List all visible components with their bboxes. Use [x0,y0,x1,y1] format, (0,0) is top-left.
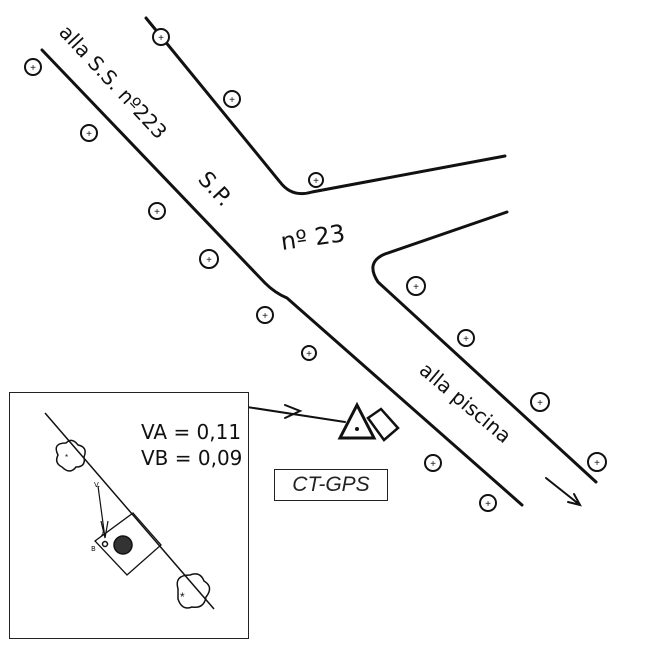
tree-icon: + [479,494,497,512]
tree-icon: + [24,58,42,76]
svg-text:*: * [180,590,185,604]
vertex-arrow [97,485,109,539]
tree-icon: + [301,345,317,361]
road-edge-southwest [40,48,524,507]
tree-icon: + [223,90,241,108]
tree-icon: + [256,306,274,324]
station-label: CT-GPS [274,469,388,501]
tree-icon: + [457,329,475,347]
survey-station [337,401,400,442]
svg-text:+: + [463,334,469,345]
point-b-label: B [91,545,96,553]
svg-text:+: + [594,458,600,469]
svg-text:+: + [537,398,543,409]
vertex-label: V. [94,481,100,489]
svg-text:+: + [413,282,419,293]
tree-icon: + [308,172,324,188]
svg-text:+: + [313,176,319,187]
road-edge-east [371,210,598,484]
svg-text:+: + [30,63,36,74]
tree-icon [176,573,211,609]
point-marker [101,540,109,548]
tree-icon: + [587,452,607,472]
label-sp: S.P. [193,167,237,212]
label-to-pool: alla piscina [415,357,516,447]
vb-value: VB = 0,09 [141,446,242,470]
svg-text:*: * [65,453,68,462]
svg-text:+: + [430,459,436,470]
road-edge [44,412,215,610]
direction-arrow [545,477,582,507]
svg-text:+: + [158,33,164,44]
road-edge-north [144,16,507,196]
svg-text:+: + [86,129,92,140]
va-value: VA = 0,11 [141,420,241,444]
pointer-arrow [246,404,346,423]
inset-sketch: * * V. A B VA = 0,11 VB = 0,09 [44,412,242,610]
trees: + + + + + + + + + + + + + + + [24,28,607,512]
label-road-number: nº 23 [279,219,347,256]
triangle-survey-marker-icon [337,401,377,440]
svg-text:+: + [262,311,268,322]
svg-text:+: + [154,207,160,218]
tree-icon: + [424,454,442,472]
manhole-icon [113,535,133,555]
detail-inset: * * V. A B VA = 0,11 VB = 0,09 [9,392,249,639]
svg-text:+: + [306,349,312,360]
svg-text:+: + [485,499,491,510]
svg-text:+: + [229,95,235,106]
tree-icon: + [199,249,219,269]
tree-icon: + [530,392,550,412]
tree-icon: + [148,202,166,220]
tree-icon: + [152,28,170,46]
tree-icon: + [80,124,98,142]
svg-text:+: + [206,255,212,266]
tree-icon [55,439,86,472]
plot-outline [94,512,162,576]
point-a-label: A [101,530,106,538]
tree-icon: + [406,276,426,296]
